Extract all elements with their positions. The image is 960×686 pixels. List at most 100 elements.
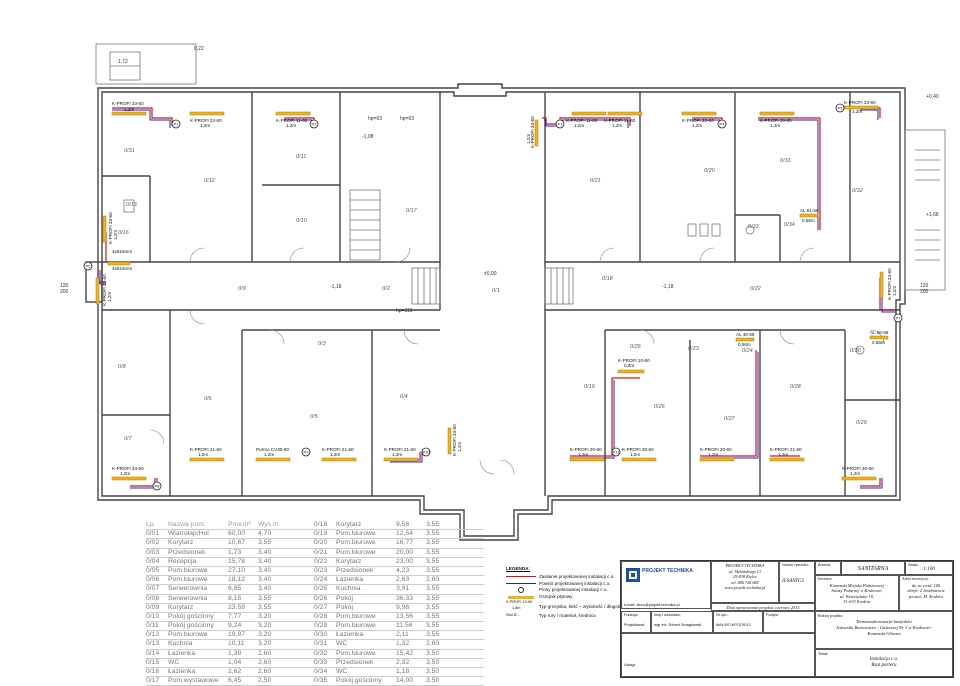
table-cell: 3,55: [426, 539, 440, 547]
rad-label: K-PROFI 33-60: [108, 212, 113, 244]
table-cell: 0/31: [314, 640, 328, 648]
table-cell: 3,55: [426, 622, 440, 630]
table-cell: 3,20: [258, 640, 272, 648]
table-cell: 0/14: [146, 649, 160, 657]
riser-label: P11: [613, 450, 621, 455]
table-cell: 0/22: [314, 557, 328, 565]
rad-label: K-PROFI 33-60: [102, 274, 107, 306]
rad-label: K-PROFI 30-60: [622, 447, 654, 452]
radiator: [189, 457, 225, 462]
table-cell: 0/29: [314, 622, 328, 630]
rad-label: 1,2m: [778, 452, 788, 457]
table-cell: 0/09: [146, 603, 160, 611]
room-label: 0/30: [850, 348, 862, 354]
room-label: 0/16: [118, 230, 130, 236]
table-cell: 3,55: [426, 603, 440, 611]
level-marks: ±0,00 -1,18 -1,18 -1,08 +1,68 +0,40 hp=6…: [60, 46, 939, 314]
table-cell: Korytarz: [168, 603, 194, 611]
radiator: [569, 457, 605, 462]
svg-text:200: 200: [60, 289, 69, 295]
riser-label: P1: [174, 122, 180, 127]
rad-label: 1,2m: [578, 452, 588, 457]
svg-text:200: 200: [920, 289, 929, 295]
drawing-number-cell: Numer rysunku: II/SANIT/2: [779, 561, 815, 603]
table-cell: 2,63: [396, 576, 410, 584]
table-cell: 7,77: [228, 612, 242, 620]
rad-label: K-PROFI 33-60: [452, 424, 457, 456]
table-cell: 0/04: [146, 557, 160, 565]
rad-label: 1,2m: [330, 452, 340, 457]
company-cell: PROJEKT TECHNIKA e-mail: biuro@projekt-t…: [621, 561, 711, 609]
project-cell: Rodzaj projektu: Termomodernizacja budyn…: [815, 611, 953, 649]
riser-label: P9: [304, 450, 310, 455]
table-cell: 1,32: [396, 640, 410, 648]
table-cell: Pokój gościnny: [168, 612, 214, 620]
table-cell: 18,12: [228, 576, 246, 584]
table-cell: 23,00: [396, 557, 414, 565]
svg-text:+1,68: +1,68: [926, 212, 939, 218]
table-cell: 2,11: [396, 631, 409, 639]
table-cell: 0/12: [146, 631, 160, 639]
table-cell: 3,50: [426, 649, 440, 657]
table-cell: 10,11: [228, 640, 245, 648]
rad-label: 1,2m: [612, 123, 622, 128]
radiator: [447, 427, 452, 455]
table-cell: 0/30: [314, 631, 328, 639]
table-cell: Kuchnia: [168, 640, 193, 648]
radiator: [735, 337, 755, 342]
rad-label: 1,2m: [200, 123, 210, 128]
table-cell: 3,91: [396, 585, 410, 593]
rad-labels-side: K-PROFI 33-60 1,2m K-PROFI 33-60 1,2m K-…: [102, 116, 897, 456]
table-cell: 3,55: [426, 548, 440, 556]
legend-title: LEGENDA:: [506, 566, 530, 571]
date-cell: Data opracowania projektu: czerwiec 2015: [711, 603, 815, 611]
table-cell: 0/10: [146, 612, 160, 620]
rad-label: 2x616mm: [112, 249, 132, 254]
rad-label: 1,2m: [120, 471, 130, 476]
signature-cell: Podpis:: [763, 611, 815, 633]
company-email: e-mail: biuro@projekt-technika.pl: [624, 603, 680, 607]
table-cell: 3,55: [426, 612, 440, 620]
room-label: 0/9: [238, 286, 246, 292]
rad-label: 2x616mm: [112, 266, 132, 271]
room-label: 0/31: [780, 158, 791, 164]
rad-label: K-PROFI 30-60: [842, 466, 874, 471]
table-cell: 3,55: [426, 557, 440, 565]
table-cell: 0/18: [314, 521, 328, 528]
table-cell: 3,55: [426, 566, 440, 574]
legend-supply: Zasilanie projektowanej instalacji c.o.: [506, 573, 630, 580]
table-cell: 3,20: [258, 622, 272, 630]
room-label: 0/2: [382, 286, 390, 292]
rad-label: 1,2m: [892, 286, 897, 296]
function-cell: Funkcja: Projektował:: [621, 611, 651, 633]
table-cell: Pokój gościnny: [168, 622, 214, 630]
table-cell: Pom.biurowe: [336, 612, 376, 620]
supply-pipes: [97, 107, 896, 487]
table-header-cell: Nazwa pom.: [168, 521, 206, 528]
room-label: 0/22: [750, 286, 761, 292]
table-cell: Korytarz: [168, 539, 194, 547]
rad-label: K-PROFI 10-60: [618, 358, 650, 363]
name-cell: Imię i nazwisko: mgr inż. Robert Smagłow…: [651, 611, 713, 633]
room-label: 0/4: [400, 394, 408, 400]
table-cell: 2,60: [426, 640, 440, 648]
table-cell: 0/06: [146, 576, 160, 584]
table-cell: 6,45: [228, 677, 242, 685]
table-cell: Łazienka: [168, 668, 196, 675]
